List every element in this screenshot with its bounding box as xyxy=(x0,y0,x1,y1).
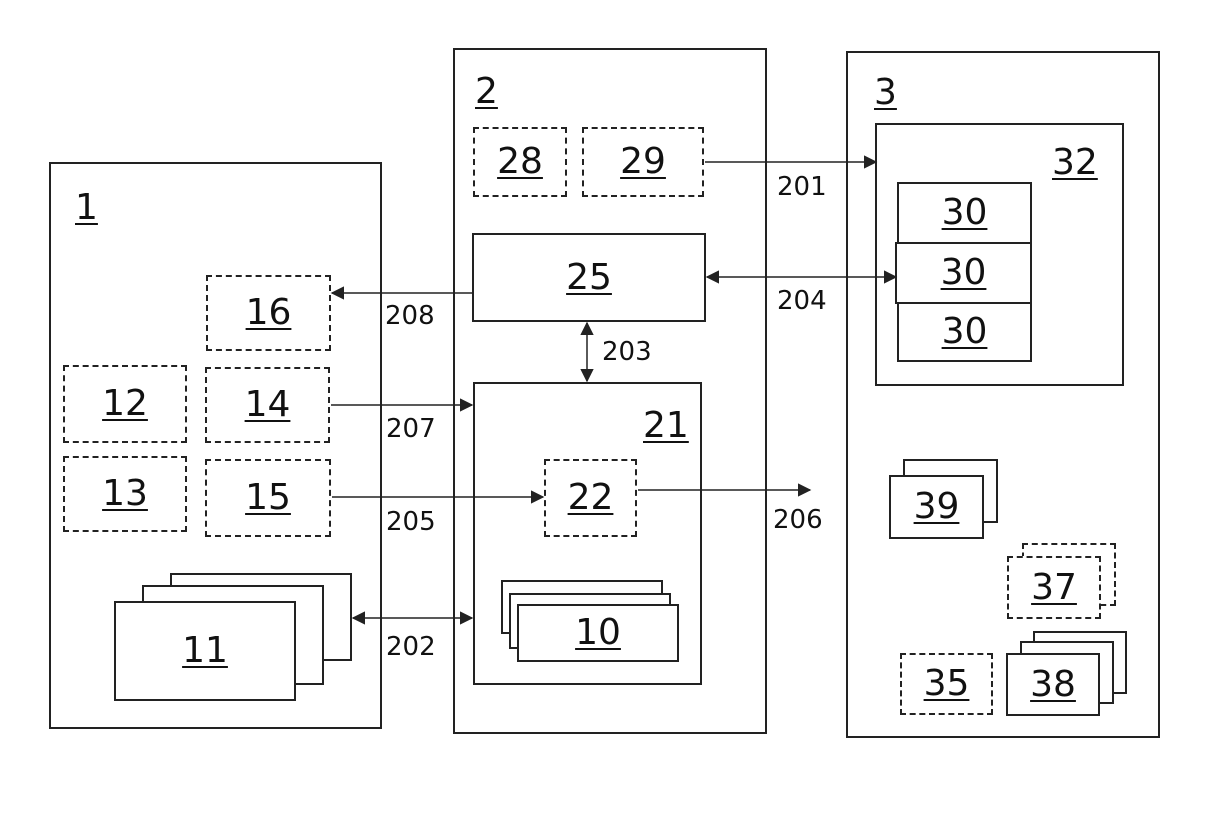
system-2-label: 2 xyxy=(475,74,498,110)
block-13-label: 13 xyxy=(102,476,148,512)
block-39-label: 39 xyxy=(914,489,960,525)
block-14[interactable]: 14 xyxy=(205,367,330,443)
connector-206-label: 206 xyxy=(773,507,823,533)
block-11[interactable]: 11 xyxy=(114,601,296,701)
block-10[interactable]: 10 xyxy=(517,604,679,662)
connector-205-label: 205 xyxy=(386,509,436,535)
block-22-label: 22 xyxy=(568,480,614,516)
connector-207-label: 207 xyxy=(386,416,436,442)
block-35-label: 35 xyxy=(924,666,970,702)
block-35[interactable]: 35 xyxy=(900,653,993,715)
block-25-label: 25 xyxy=(566,260,612,296)
block-12-label: 12 xyxy=(102,386,148,422)
block-38-label: 38 xyxy=(1030,667,1076,703)
block-37-label: 37 xyxy=(1031,570,1077,606)
block-30-middle[interactable]: 30 xyxy=(895,242,1032,304)
block-32-label: 32 xyxy=(1052,145,1098,181)
block-38[interactable]: 38 xyxy=(1006,653,1100,716)
block-10-label: 10 xyxy=(575,615,621,651)
block-13[interactable]: 13 xyxy=(63,456,187,532)
block-30-top[interactable]: 30 xyxy=(897,182,1032,244)
block-16-label: 16 xyxy=(246,295,292,331)
connector-202-label: 202 xyxy=(386,634,436,660)
block-30-bottom-label: 30 xyxy=(942,314,988,350)
connector-203-label: 203 xyxy=(602,339,652,365)
block-37[interactable]: 37 xyxy=(1007,556,1101,619)
block-30-middle-label: 30 xyxy=(941,255,987,291)
block-28[interactable]: 28 xyxy=(473,127,567,197)
block-15-label: 15 xyxy=(245,480,291,516)
block-16[interactable]: 16 xyxy=(206,275,331,351)
block-11-label: 11 xyxy=(182,633,228,669)
block-28-label: 28 xyxy=(497,144,543,180)
block-29[interactable]: 29 xyxy=(582,127,704,197)
connector-208-label: 208 xyxy=(385,303,435,329)
connector-204-label: 204 xyxy=(777,288,827,314)
block-39[interactable]: 39 xyxy=(889,475,984,539)
block-22[interactable]: 22 xyxy=(544,459,637,537)
block-30-top-label: 30 xyxy=(942,195,988,231)
block-29-label: 29 xyxy=(620,144,666,180)
block-21-label: 21 xyxy=(643,408,689,444)
system-1-label: 1 xyxy=(75,190,98,226)
system-3-label: 3 xyxy=(874,75,897,111)
block-25[interactable]: 25 xyxy=(472,233,706,322)
connector-201-label: 201 xyxy=(777,174,827,200)
block-14-label: 14 xyxy=(245,387,291,423)
block-15[interactable]: 15 xyxy=(205,459,331,537)
block-12[interactable]: 12 xyxy=(63,365,187,443)
block-30-bottom[interactable]: 30 xyxy=(897,302,1032,362)
